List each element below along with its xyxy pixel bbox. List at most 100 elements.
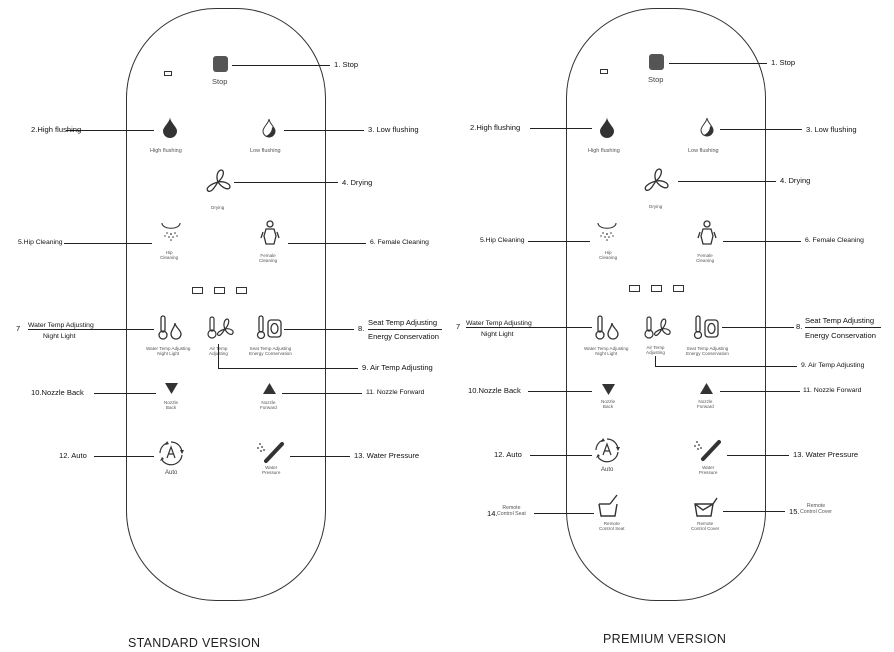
premium-callout-drying: 4. Drying — [780, 176, 811, 185]
premium-callout-water-pressure: 13. Water Pressure — [793, 450, 859, 459]
premium-indicator-led — [600, 69, 608, 74]
standard-high-flushing-label: High flushing — [150, 148, 182, 154]
premium-callout-hip-cleaning: 5.Hip Cleaning — [480, 237, 525, 244]
premium-version-caption: PREMIUM VERSION — [603, 632, 727, 646]
standard-female-cleaning-icon[interactable] — [259, 220, 281, 246]
standard-level-led-3 — [236, 287, 247, 294]
premium-callout-night-light: Night Light — [481, 331, 514, 338]
standard-level-led-1 — [192, 287, 203, 294]
premium-stop-button[interactable] — [649, 54, 664, 70]
premium-auto-label: Auto — [601, 467, 614, 473]
standard-callout-nozzle-forward: 11. Nozzle Forward — [366, 389, 425, 396]
premium-remote-cover-icon[interactable] — [693, 496, 719, 518]
standard-callout-stop: 1. Stop — [334, 60, 359, 69]
standard-callout-8: 8. — [358, 324, 365, 333]
premium-remote-seat-icon[interactable] — [597, 494, 623, 518]
premium-low-flushing-label: Low flushing — [688, 148, 719, 154]
standard-callout-night-light: Night Light — [43, 333, 76, 340]
premium-water-pressure-icon[interactable] — [693, 439, 723, 461]
premium-level-led-2 — [651, 285, 662, 292]
premium-callout-auto: 12. Auto — [494, 450, 522, 459]
premium-callout-air-temp: 9. Air Temp Adjusting — [801, 362, 865, 369]
premium-callout-low-flushing: 3. Low flushing — [806, 125, 857, 134]
standard-high-flushing-icon[interactable] — [162, 117, 178, 139]
standard-auto-label: Auto — [165, 470, 178, 476]
premium-seat-temp-icon[interactable] — [693, 315, 720, 340]
standard-callout-nozzle-back: 10.Nozzle Back — [31, 388, 84, 397]
standard-low-flushing-icon[interactable] — [262, 118, 276, 138]
premium-drying-fan-icon[interactable] — [643, 168, 670, 194]
standard-callout-air-temp: 9. Air Temp Adjusting — [362, 363, 433, 372]
premium-water-temp-icon[interactable] — [595, 315, 620, 341]
standard-air-temp-icon[interactable] — [207, 316, 234, 340]
standard-water-temp-icon[interactable] — [158, 315, 183, 341]
standard-callout-energy: Energy Conservation — [368, 332, 439, 341]
standard-seat-temp-icon[interactable] — [256, 315, 283, 340]
premium-callout-high-flushing: 2.High flushing — [470, 123, 521, 132]
standard-drying-fan-icon[interactable] — [205, 169, 232, 195]
premium-female-cleaning-icon[interactable] — [696, 220, 718, 246]
standard-drying-label: Drying — [211, 205, 225, 210]
standard-callout-female-cleaning: 6. Female Cleaning — [370, 239, 429, 246]
premium-callout-stop: 1. Stop — [771, 58, 796, 67]
standard-callout-auto: 12. Auto — [59, 451, 87, 460]
premium-callout-8: 8. — [796, 322, 803, 331]
premium-level-led-1 — [629, 285, 640, 292]
premium-callout-nozzle-forward: 11. Nozzle Forward — [803, 387, 862, 394]
standard-level-led-2 — [214, 287, 225, 294]
standard-auto-icon[interactable] — [158, 440, 184, 466]
standard-stop-button[interactable] — [213, 56, 228, 72]
premium-callout-nozzle-back: 10.Nozzle Back — [468, 386, 521, 395]
premium-callout-7: 7 — [456, 322, 461, 331]
standard-hip-cleaning-icon[interactable] — [160, 222, 182, 244]
premium-callout-remote-cover-num: 15. — [789, 507, 800, 516]
premium-low-flushing-icon[interactable] — [700, 117, 714, 137]
standard-version-caption: STANDARD VERSION — [128, 636, 261, 650]
standard-nozzle-back-icon[interactable] — [165, 383, 178, 394]
premium-high-flushing-icon[interactable] — [599, 117, 615, 139]
standard-callout-drying: 4. Drying — [342, 178, 373, 187]
premium-nozzle-back-icon[interactable] — [602, 384, 615, 395]
premium-remote-outline — [566, 8, 766, 601]
standard-callout-seat-temp: Seat Temp Adjusting — [368, 318, 438, 327]
standard-indicator-led — [164, 71, 172, 76]
premium-high-flushing-label: High flushing — [588, 148, 620, 154]
standard-remote-outline — [126, 8, 326, 601]
premium-callout-water-temp: Water Temp Adjusting — [466, 320, 532, 327]
premium-auto-icon[interactable] — [594, 437, 620, 463]
premium-stop-label: Stop — [648, 75, 664, 84]
standard-callout-water-temp: Water Temp Adjusting — [28, 322, 94, 329]
standard-stop-label: Stop — [212, 77, 228, 86]
premium-callout-female-cleaning: 6. Female Cleaning — [805, 237, 864, 244]
standard-nozzle-forward-icon[interactable] — [263, 383, 276, 394]
premium-air-temp-icon[interactable] — [644, 316, 671, 340]
premium-hip-cleaning-icon[interactable] — [596, 222, 618, 244]
premium-callout-remote-seat-num: 14. — [487, 509, 498, 518]
premium-callout-energy: Energy Conservation — [805, 331, 876, 340]
premium-drying-label: Drying — [649, 204, 663, 209]
standard-callout-high-flushing: 2.High flushing — [31, 125, 82, 134]
premium-nozzle-forward-icon[interactable] — [700, 383, 713, 394]
premium-callout-seat-temp: Seat Temp Adjusting — [805, 316, 875, 325]
premium-level-led-3 — [673, 285, 684, 292]
standard-callout-7: 7 — [16, 324, 21, 333]
standard-water-pressure-icon[interactable] — [256, 441, 286, 463]
